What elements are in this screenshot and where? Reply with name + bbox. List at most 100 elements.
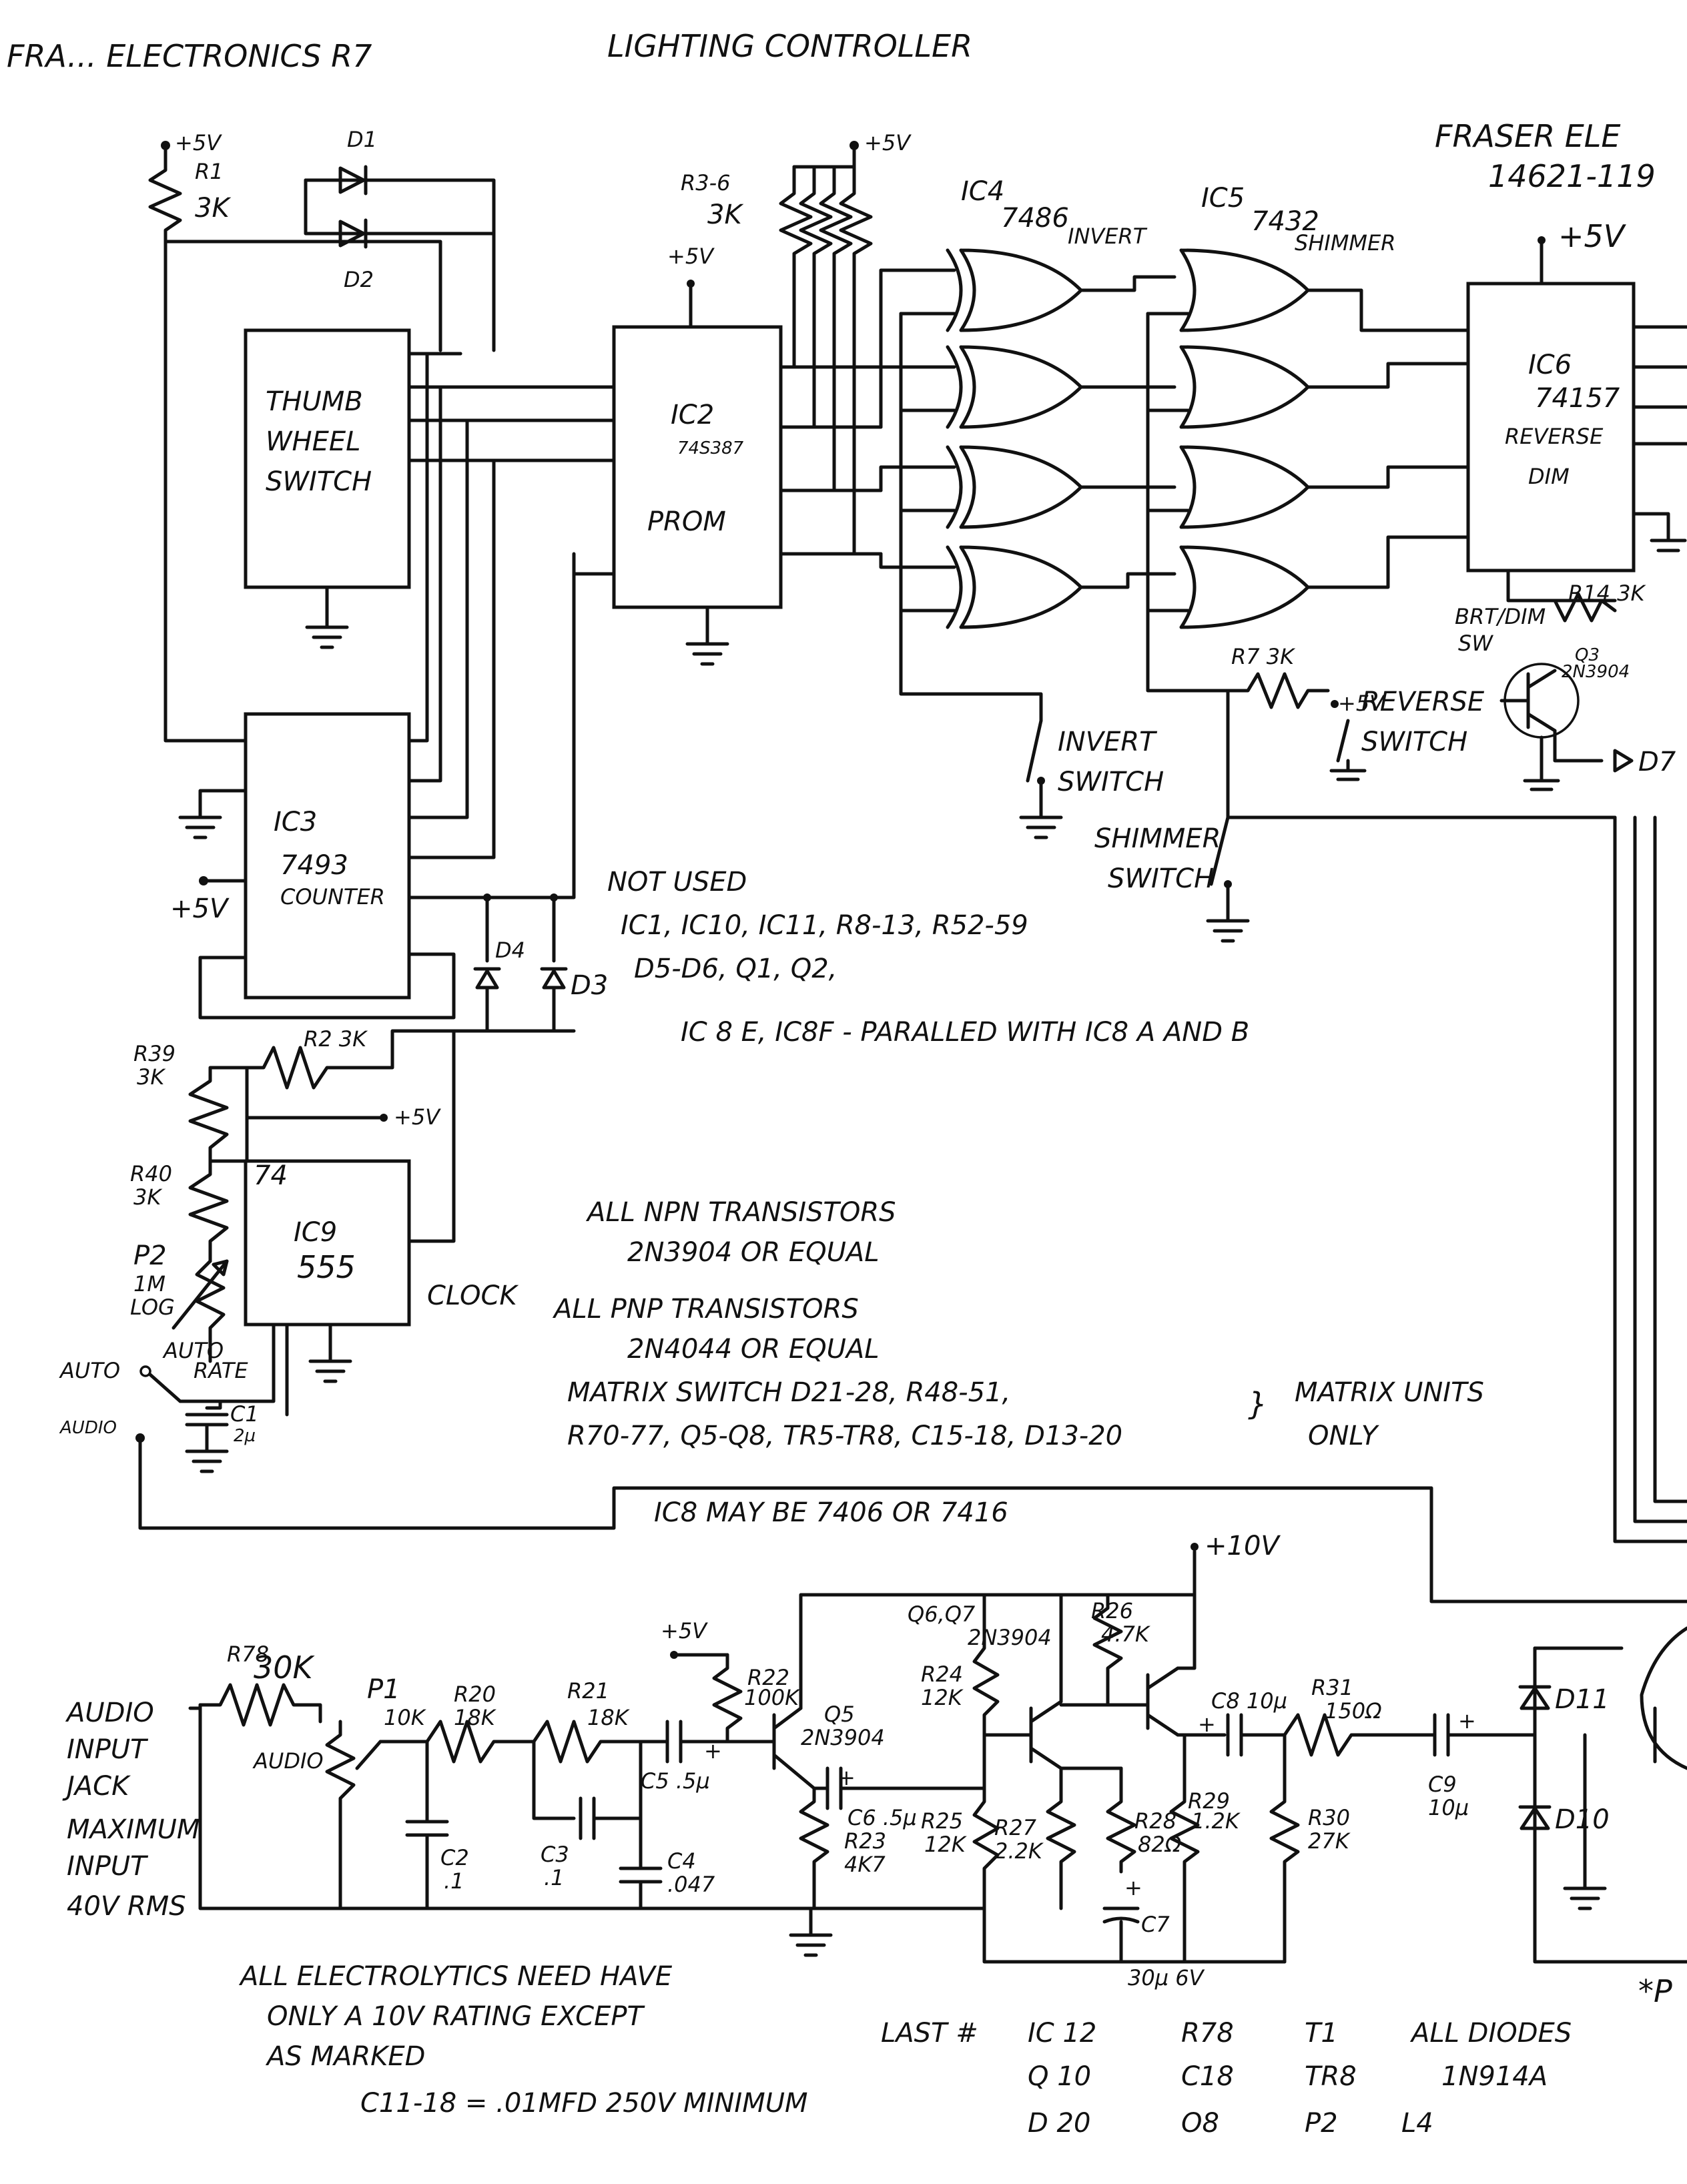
notes-block: NOT USED IC1, IC10, IC11, R8-13, R52-59 … [552, 867, 1484, 1528]
thumbwheel-line1: THUMB [266, 386, 363, 417]
d4-label: D4 [495, 938, 525, 963]
q5-stage: +5V R22 100K Q5 2N3904 + C6 .5µ R23 4K7 [661, 1593, 1197, 1957]
q5-supply-label: +5V [661, 1618, 708, 1644]
brt-dim-label: BRT/DIM [1455, 604, 1546, 629]
matrix-brace: } [1248, 1386, 1267, 1422]
r1-resistor-group: +5V R1 3K [148, 130, 442, 352]
r23-value: 4K7 [844, 1852, 886, 1877]
xor-gate-4 [946, 545, 1083, 629]
audio-input-line5: INPUT [67, 1851, 149, 1882]
r24-label: R24 [921, 1662, 963, 1687]
r26-value: 4.7K [1101, 1621, 1151, 1647]
pnp-note-line2: 2N4044 OR EQUAL [627, 1334, 880, 1365]
c9-value: 10µ [1428, 1795, 1469, 1820]
ic6-part: 74157 [1535, 383, 1620, 414]
diodes-d1-d2: D1 D2 [304, 127, 496, 352]
diode-part-label: 1N914A [1441, 2061, 1548, 2092]
amp-supply-label: +10V [1205, 1531, 1281, 1561]
edge-star-label: *P [1638, 1973, 1672, 2009]
audio-input-stage: AUDIO INPUT JACK MAXIMUM INPUT 40V RMS R… [62, 1642, 986, 1922]
ic3-part: 7493 [280, 850, 348, 881]
ic3-role: COUNTER [280, 884, 385, 909]
thumbwheel-switch: THUMB WHEEL SWITCH [244, 328, 616, 649]
r30-label: R30 [1308, 1805, 1350, 1830]
r21-value: 18K [587, 1705, 631, 1730]
auto-rate-label: AUTO [162, 1338, 224, 1363]
ic4-role: INVERT [1068, 224, 1148, 249]
r40-label: R40 [130, 1161, 172, 1186]
d11-label: D11 [1555, 1684, 1610, 1715]
r3-6-label: R3-6 [681, 170, 731, 196]
shimmer-switch-label: SHIMMER [1094, 823, 1221, 854]
ic6-name: IC6 [1528, 350, 1572, 380]
auto-rate-label2: RATE [194, 1358, 248, 1383]
c4-label: C4 [667, 1848, 696, 1874]
r3-6-value: 3K [707, 200, 743, 230]
bottom-notes: ALL ELECTROLYTICS NEED HAVE ONLY A 10V R… [238, 1961, 1572, 2139]
audio-output-coupling: + C8 10µ R31 150Ω R30 27K + C9 10µ [1183, 1675, 1537, 1964]
ic9-supply-label: +5V [394, 1104, 441, 1130]
r1-label: R1 [195, 159, 224, 184]
ic5-role: SHIMMER [1295, 230, 1395, 256]
q3-output-stage: R14 3K Q3 2N3904 D7 [1499, 581, 1676, 791]
r20-value: 18K [454, 1705, 497, 1730]
r3-6-supply-label: +5V [864, 130, 912, 155]
c2-value: .1 [444, 1868, 464, 1894]
c6-label: C6 .5µ [848, 1805, 917, 1830]
last-t: T1 [1305, 2018, 1338, 2049]
all-diodes-label: ALL DIODES [1409, 2018, 1572, 2049]
q5-label: Q5 [824, 1702, 855, 1727]
r29-label: R29 [1188, 1788, 1230, 1814]
r1-supply-label: +5V [175, 130, 222, 155]
last-c: C18 [1181, 2061, 1234, 2092]
ic6-mux: +5V IC6 74157 REVERSE DIM BRT/DIM SW [1455, 218, 1687, 656]
ic6-role2: DIM [1528, 464, 1570, 489]
last-p: P2 [1305, 2108, 1338, 2139]
c1-capacitor: C1 2µ [185, 1399, 259, 1473]
d10-label: D10 [1555, 1804, 1610, 1835]
ic2-part: 74S387 [677, 438, 744, 458]
r78-label: R78 [227, 1642, 269, 1667]
r25-value: 12K [924, 1832, 968, 1857]
r7-label: R7 3K [1231, 644, 1296, 669]
last-title: LAST # [881, 2018, 978, 2049]
ic9-part: 555 [297, 1249, 356, 1285]
elec-note-line3: AS MARKED [265, 2041, 425, 2072]
last-tr: TR8 [1305, 2061, 1357, 2092]
r7-supply-label: +5V [1338, 691, 1385, 716]
matrix-note-line1: MATRIX SWITCH D21-28, R48-51, [567, 1377, 1010, 1408]
c9-plus: + [1458, 1708, 1476, 1734]
not-used-line3: IC 8 E, IC8F - PARALLED WITH IC8 A AND B [681, 1017, 1249, 1048]
matrix-note-line2: R70-77, Q5-Q8, TR5-TR8, C15-18, D13-20 [567, 1421, 1122, 1451]
not-used-line1: IC1, IC10, IC11, R8-13, R52-59 [621, 910, 1028, 941]
ic4-part: 7486 [1001, 203, 1069, 234]
q67-part: 2N3904 [968, 1625, 1052, 1650]
c6-plus: + [837, 1765, 856, 1790]
r78-value: 30K [254, 1650, 316, 1686]
audio-input-line4: MAXIMUM [67, 1814, 200, 1845]
audio-input-line6: 40V RMS [67, 1891, 186, 1922]
thumbwheel-line3: SWITCH [266, 466, 372, 497]
r40-value: 3K [133, 1184, 163, 1210]
ic4-name: IC4 [961, 176, 1004, 207]
r23-label: R23 [844, 1828, 886, 1854]
ic4-xor-gates: IC4 7486 INVERT [879, 176, 1176, 723]
xor-gate-3 [946, 445, 1083, 529]
r3-6-pullups: +5V R3-6 3K [681, 130, 912, 556]
c3-label: C3 [541, 1842, 569, 1867]
r21-label: R21 [567, 1678, 609, 1704]
elec-note-line1: ALL ELECTROLYTICS NEED HAVE [238, 1961, 673, 1992]
q67-label: Q6,Q7 [908, 1601, 976, 1627]
r22-label: R22 [747, 1665, 789, 1690]
timing-resistors: R39 3K R40 3K P2 1M LOG AUTO RATE AUTO A… [59, 1041, 1687, 1603]
r31-value: 150Ω [1325, 1698, 1382, 1724]
d1-label: D1 [347, 127, 377, 152]
p1-label: P1 [367, 1674, 400, 1705]
xor-gate-2 [946, 345, 1083, 429]
invert-switch-label: INVERT [1058, 727, 1158, 757]
r30-value: 27K [1308, 1828, 1351, 1854]
xor-gate-1 [946, 248, 1083, 332]
diodes-d3-d4: D4 D3 [407, 552, 616, 1033]
c8-label: C8 10µ [1211, 1688, 1287, 1714]
last-q: Q 10 [1028, 2061, 1091, 2092]
